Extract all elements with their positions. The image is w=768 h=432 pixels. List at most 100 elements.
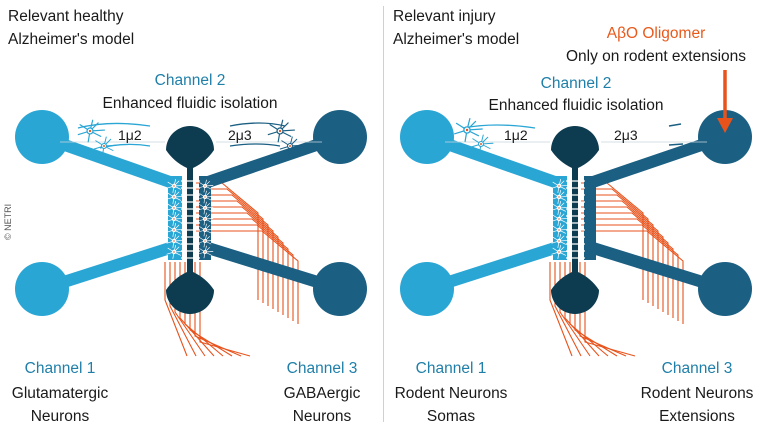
channel2-stem [187,150,193,290]
neuron-icon [279,136,303,156]
neuron-nucleus [465,128,469,132]
neuron-nucleus [558,229,560,231]
neuron-nucleus [204,207,206,209]
right-heading-line1: Relevant injury [393,8,496,25]
left-channel2-desc: Enhanced fluidic isolation [102,95,278,112]
neuron-nucleus [204,218,206,220]
neuron-nucleus [103,145,105,147]
right-mu-left: 1μ2 [504,127,528,143]
right-channel1-title: Channel 1 [415,360,487,377]
electrode-trace [559,262,591,357]
chamber-neuron-icon [166,179,184,193]
oligomer-desc: Only on rodent extensions [565,48,747,65]
chamber-neuron-icon [551,212,569,226]
channel3-pad-top [313,110,367,164]
neuron-nucleus [558,185,560,187]
channel3-chamber [584,176,596,260]
channel1-pad-bottom [400,262,454,316]
electrode-trace [169,262,197,357]
electrode-trace [549,262,573,357]
left-channel1-line1: Glutamatergic [11,385,109,402]
neuron-nucleus [173,229,175,231]
panel-divider [383,6,384,422]
chamber-neuron-icon [166,223,184,237]
neuron-icon [77,119,105,143]
channel1-pad-bottom [15,262,69,316]
neuron-nucleus [88,129,92,133]
left-heading-line1: Relevant healthy [8,8,124,25]
left-channel3-line2: Neurons [292,408,352,425]
neuron-nucleus [173,251,175,253]
left-mu-right: 2μ3 [228,127,252,143]
left-chamber-neurons [166,179,214,259]
right-channel3-line2: Extensions [659,408,735,425]
left-channel1-title: Channel 1 [24,360,96,377]
right-chip [400,110,752,357]
right-channel3-title: Channel 3 [661,360,733,377]
chamber-neuron-icon [198,179,214,193]
neuron-icon [454,117,483,143]
electrode-trace [164,262,188,357]
extension-line [668,143,684,146]
neuron-icon [93,136,117,156]
left-channel1-line2: Neurons [30,408,90,425]
neuron-nucleus [173,196,175,198]
oligomer-arrow-head [717,118,733,133]
electrode-trace [196,218,289,318]
electrode-trace [581,218,674,318]
chamber-neuron-icon [166,201,184,215]
right-mu-right: 2μ3 [614,127,638,143]
chamber-neuron-icon [551,179,569,193]
chamber-neuron-icon [198,212,214,226]
left-channel3-line1: GABAergic [283,385,361,402]
channel3-pad-bottom [698,262,752,316]
neuron-nucleus [558,251,560,253]
left-electrode-traces [164,182,299,357]
neuron-nucleus [558,240,560,242]
chamber-neuron-icon [198,190,214,204]
chamber-neuron-icon [198,223,214,237]
channel2-pad-bottom [551,272,599,314]
neuron-nucleus [278,129,282,133]
right-channel1-line1: Rodent Neurons [394,385,508,402]
chamber-neuron-icon [551,245,569,259]
neuron-nucleus [173,218,175,220]
neuron-nucleus [480,143,482,145]
electrode-trace [581,224,679,321]
chamber-neuron-icon [551,201,569,215]
channel2-stem [572,150,578,290]
connection-line [229,122,286,127]
right-channel2-desc: Enhanced fluidic isolation [488,97,664,114]
neuron-nucleus [204,185,206,187]
right-channel2-title: Channel 2 [540,75,612,92]
electrode-trace [196,224,294,321]
left-mu-left: 1μ2 [118,127,142,143]
electrode-trace [174,262,206,357]
neuron-nucleus [173,207,175,209]
neuron-nucleus [558,196,560,198]
electrode-trace [554,262,582,357]
neuron-nucleus [204,196,206,198]
electrode-trace [196,230,299,324]
right-heading-line2: Alzheimer's model [393,31,520,48]
channel3-pad-top [698,110,752,164]
electrode-trace [196,212,284,315]
chamber-neuron-icon [551,190,569,204]
left-chip [15,110,367,357]
left-channel2-title: Channel 2 [154,72,226,89]
chamber-neuron-icon [166,190,184,204]
channel2-pad-bottom [166,272,214,314]
right-channel1-line2: Somas [426,408,476,425]
oligomer-title: AβO Oligomer [606,25,706,42]
neuron-nucleus [173,185,175,187]
neuron-nucleus [289,145,291,147]
channel2-pad-top [166,126,214,168]
copyright-credit: © NETRI [3,203,13,240]
left-channel3-title: Channel 3 [286,360,358,377]
connection-line [229,143,281,147]
channel1-pad-top [400,110,454,164]
chamber-neuron-icon [166,212,184,226]
chamber-neuron-icon [198,234,214,248]
